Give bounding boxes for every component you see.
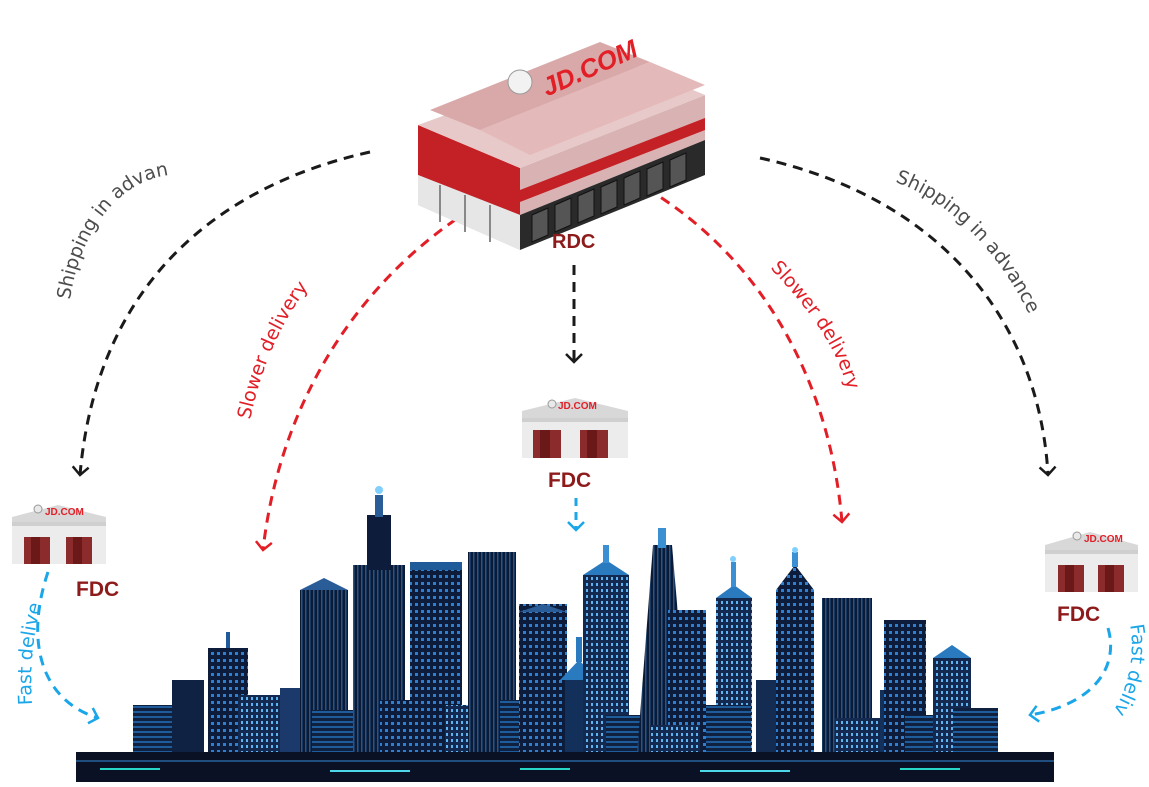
rdc-warehouse: JD.COM bbox=[418, 33, 705, 250]
fast-arrow-left bbox=[36, 571, 100, 725]
fdc-brand-center: JD.COM bbox=[558, 401, 597, 412]
shipping-arrow-left bbox=[71, 150, 371, 477]
fdc-building-left: JD.COM bbox=[12, 504, 106, 564]
fdc-building-center: JD.COM bbox=[522, 398, 628, 458]
mascot-icon bbox=[507, 69, 533, 95]
fdc-brand-left: JD.COM bbox=[45, 507, 84, 518]
fdc-label-left: FDC bbox=[76, 578, 119, 601]
shipping-arrow-right bbox=[759, 156, 1057, 477]
fdc-label-center: FDC bbox=[548, 469, 591, 492]
fdc-brand-right: JD.COM bbox=[1084, 534, 1123, 545]
slower-arrow-left bbox=[254, 208, 471, 552]
city-skyline bbox=[76, 486, 1054, 782]
slower-arrow-right bbox=[631, 178, 851, 524]
shipping-label-right: Shipping in advance bbox=[893, 166, 1044, 317]
fdc-label-right: FDC bbox=[1057, 603, 1100, 626]
slower-label-left: Slower delivery bbox=[233, 277, 312, 421]
fast-arrow-right bbox=[1028, 627, 1113, 723]
rdc-label: RDC bbox=[552, 231, 595, 253]
fdc-building-right: JD.COM bbox=[1045, 531, 1138, 592]
shipping-label-left: Shipping in advance bbox=[0, 0, 170, 301]
fast-label-left: Fast delivery bbox=[0, 0, 46, 706]
